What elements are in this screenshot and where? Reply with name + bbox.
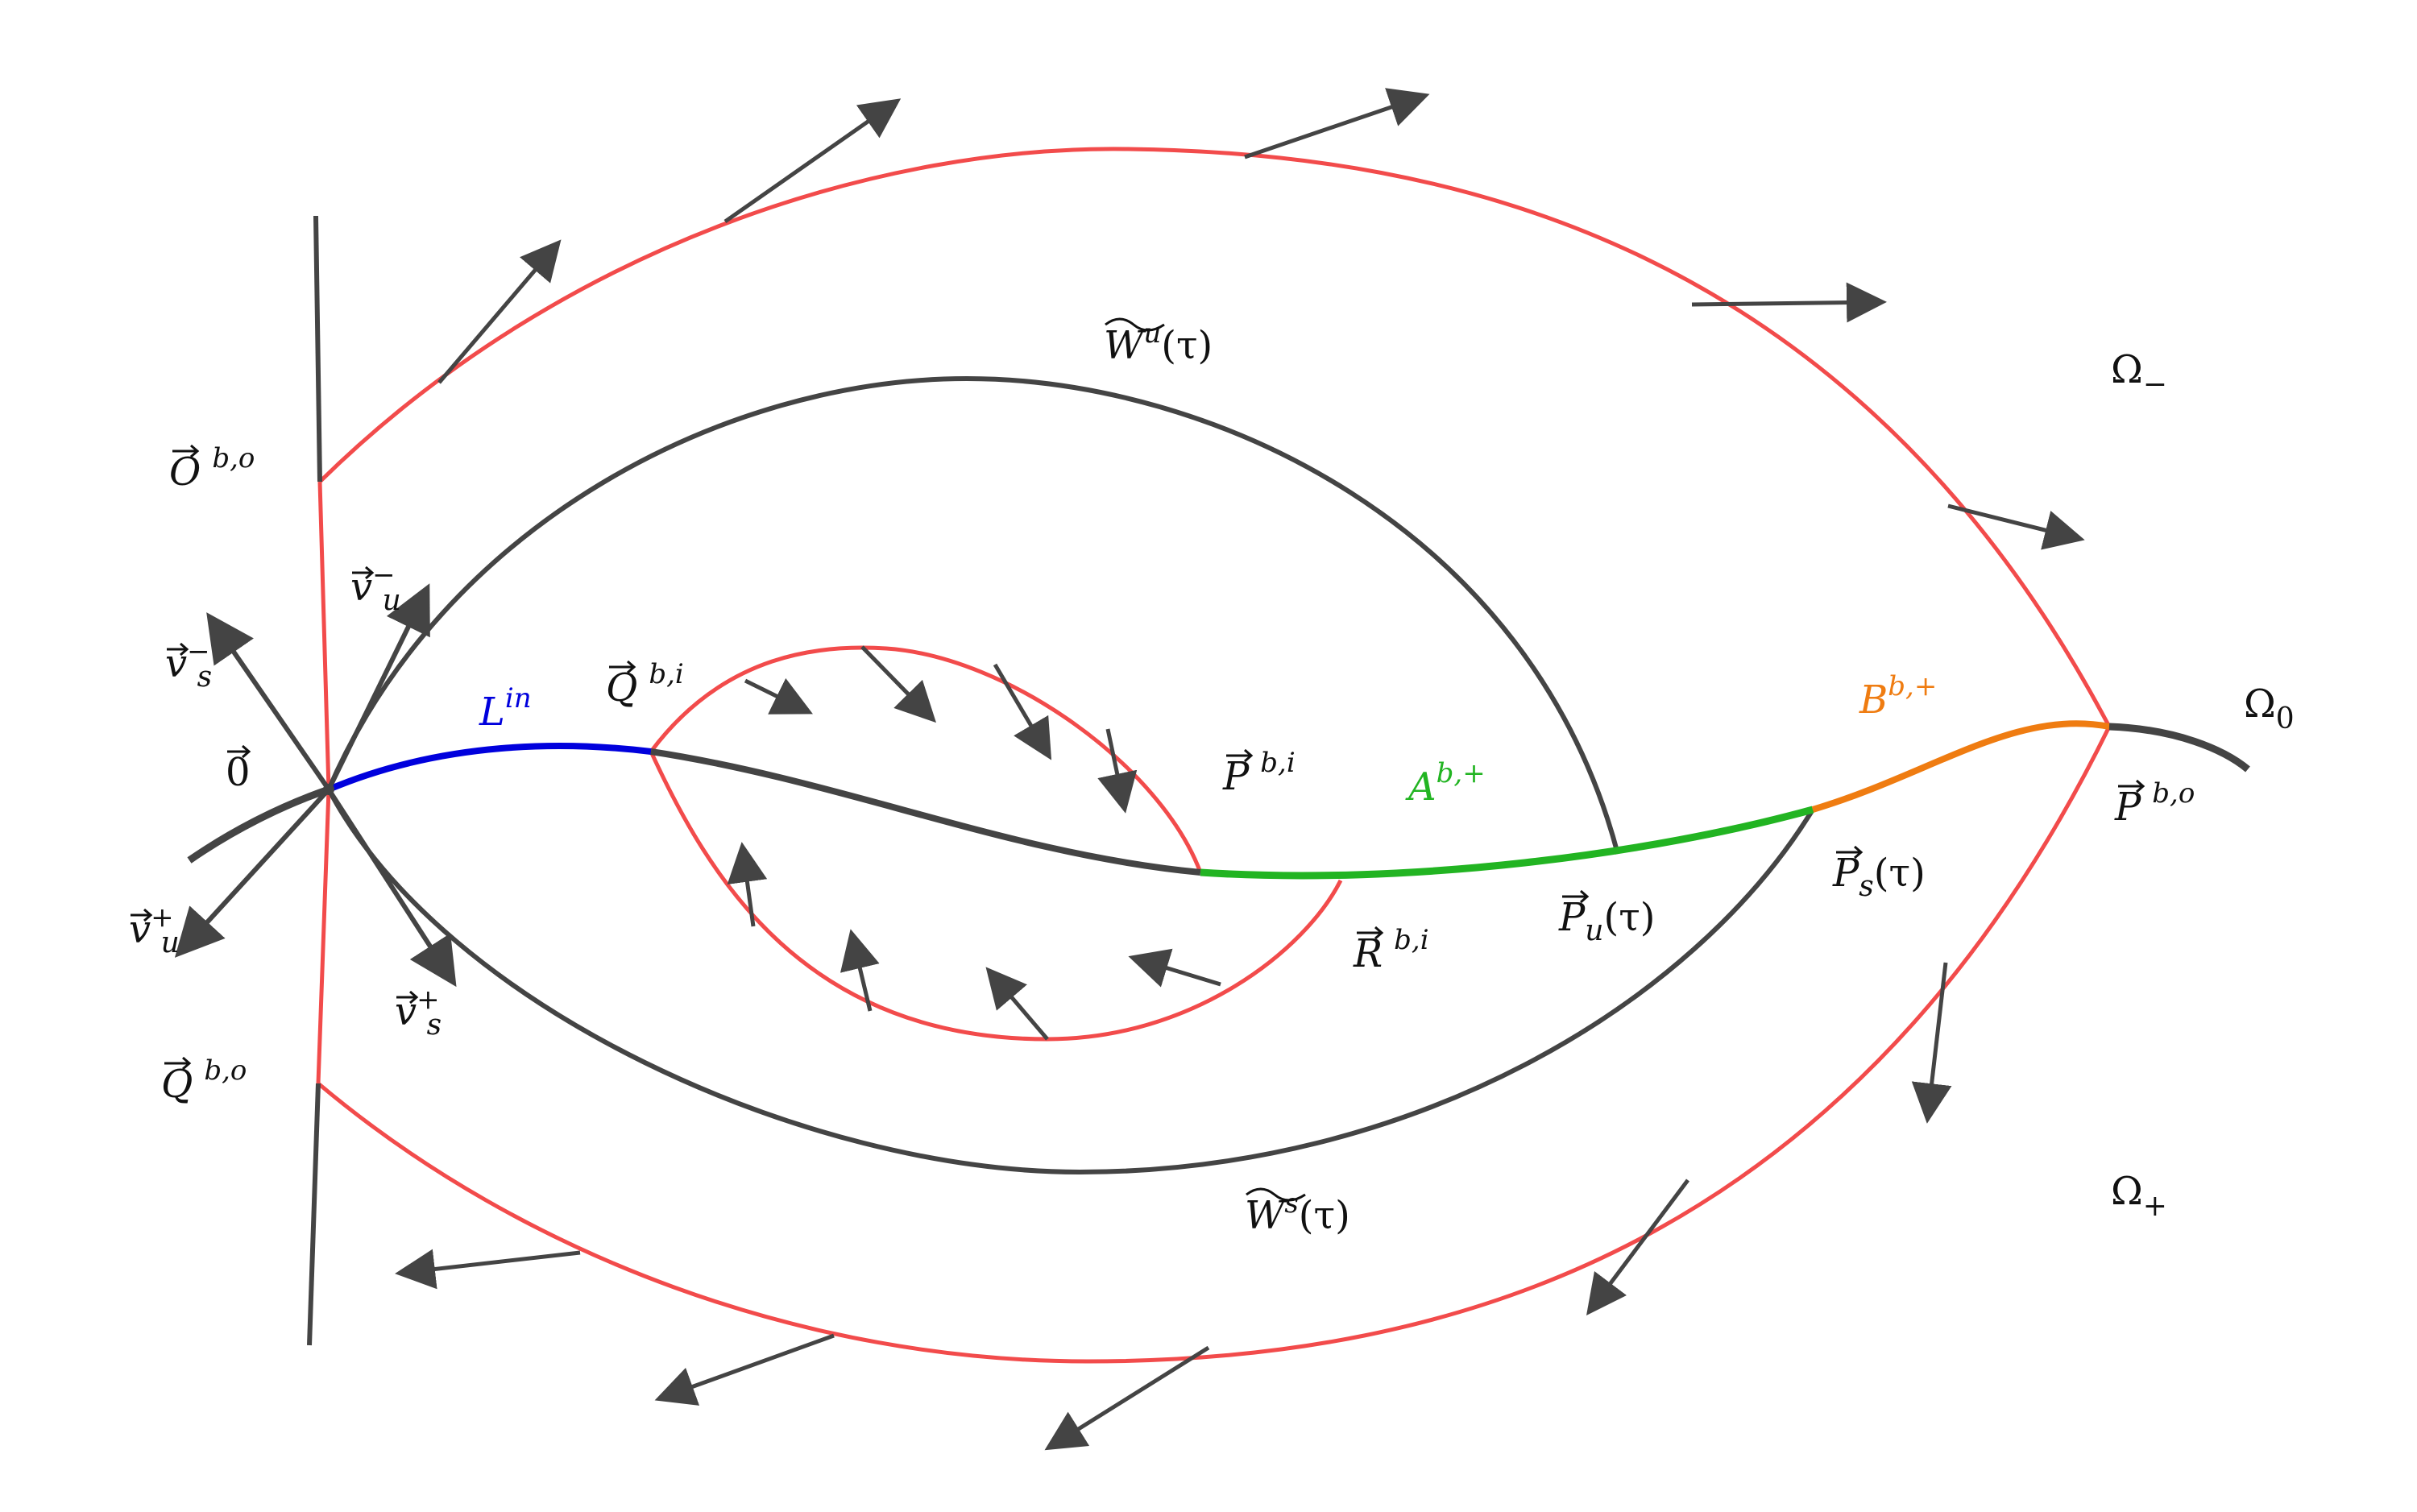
- svg-text:Pu(τ): Pu(τ): [1558, 895, 1656, 947]
- outer-boundary-top: [318, 147, 2112, 728]
- inner-boundary: [649, 645, 1343, 1042]
- curve-A-segment: [1200, 806, 1814, 880]
- label-vu-minus: v−u: [350, 559, 401, 617]
- inner-arrow-4: [1097, 728, 1138, 814]
- svg-text:Ob,o: Ob,o: [169, 442, 255, 495]
- outer-arrow-5: [1947, 503, 2085, 550]
- vector-arrow-icon: [352, 565, 375, 580]
- inner-arrow-5: [727, 842, 768, 927]
- svg-text:v+s: v+s: [395, 984, 442, 1042]
- label-vs-minus: v−s: [165, 636, 212, 694]
- svg-text:Ws(τ): Ws(τ): [1245, 1187, 1350, 1238]
- outer-arrow-10: [395, 1249, 581, 1290]
- outer-arrow-8: [1044, 1345, 1210, 1451]
- label-Ws: Ws(τ): [1245, 1187, 1350, 1238]
- vector-arrow-icon: [164, 1056, 192, 1071]
- svg-text:Wu(τ): Wu(τ): [1104, 317, 1213, 368]
- curve-B-segment: [1811, 720, 2110, 813]
- label-Pu: Pu(τ): [1558, 889, 1656, 947]
- origin-point: [323, 784, 334, 795]
- vector-arrow-icon: [131, 908, 153, 922]
- inner-arrow-1: [744, 677, 813, 715]
- label-A-bplus: Ab,+: [1405, 757, 1486, 810]
- outer-arrow-7: [1586, 1179, 1689, 1315]
- vu-plus-arrow: [174, 787, 331, 958]
- inner-arrow-7: [985, 967, 1049, 1041]
- vector-arrow-icon: [1836, 845, 1864, 860]
- label-vs-plus: v+s: [395, 984, 442, 1042]
- svg-text:v−u: v−u: [350, 559, 401, 617]
- vector-arrow-icon: [609, 660, 636, 674]
- svg-text:Pb,i: Pb,i: [1222, 747, 1296, 799]
- vector-arrow-icon: [1226, 748, 1254, 763]
- outer-arrow-6: [1911, 962, 1952, 1124]
- curve-L-in: [327, 743, 652, 793]
- inner-arrow-6: [840, 929, 880, 1012]
- tilde-icon: [1105, 317, 1165, 332]
- label-Omega-0: Ω0: [2244, 681, 2295, 735]
- svg-text:Pb,o: Pb,o: [2114, 777, 2195, 830]
- outer-boundary-arrows: [395, 88, 2085, 1451]
- stable-manifold-curve: [326, 788, 1815, 1175]
- left-vertical-line-bottom: [307, 1083, 321, 1346]
- label-Ps: Ps(τ): [1832, 845, 1926, 903]
- label-Omega-minus: Ω−: [2111, 347, 2167, 401]
- svg-text:Qb,o: Qb,o: [161, 1054, 247, 1107]
- vs-minus-arrow: [206, 612, 331, 791]
- svg-text:v−s: v−s: [165, 636, 212, 694]
- vs-plus-arrow: [326, 788, 457, 988]
- outer-arrow-2: [723, 98, 902, 224]
- outer-arrow-1: [437, 239, 562, 384]
- vector-arrow-icon: [167, 642, 189, 657]
- label-vu-plus: v+u: [129, 901, 180, 959]
- vector-arrow-icon: [1357, 926, 1384, 940]
- label-L-in: Lin: [479, 682, 532, 735]
- vu-minus-arrow: [326, 583, 430, 791]
- outer-arrow-3: [1244, 88, 1430, 159]
- outer-boundary-bottom: [317, 725, 2112, 1364]
- outer-arrow-4: [1691, 282, 1887, 323]
- svg-text:Qb,i: Qb,i: [606, 658, 684, 710]
- svg-text:v+u: v+u: [129, 901, 180, 959]
- inner-arrow-8: [1128, 948, 1221, 988]
- label-zero: 0: [226, 744, 251, 795]
- label-Omega-plus: Ω+: [2111, 1169, 2167, 1223]
- curve-right-tail: [2108, 723, 2250, 773]
- inner-boundary-arrows: [727, 645, 1221, 1041]
- inner-arrow-3: [993, 663, 1052, 760]
- unstable-manifold-curve: [326, 375, 1620, 855]
- label-Wu: Wu(τ): [1104, 317, 1213, 368]
- vector-arrow-icon: [227, 744, 251, 759]
- left-vertical-line-top: [313, 215, 322, 483]
- outer-arrow-9: [654, 1333, 835, 1406]
- curve-inner-segment: [650, 748, 1201, 876]
- curve-left-tail: [187, 785, 330, 864]
- svg-text:Ps(τ): Ps(τ): [1832, 851, 1926, 903]
- vector-arrow-icon: [1562, 889, 1590, 904]
- svg-text:Rb,i: Rb,i: [1353, 924, 1429, 976]
- tilde-icon: [1246, 1187, 1306, 1202]
- vector-arrow-icon: [2118, 779, 2145, 793]
- vector-arrow-icon: [172, 444, 200, 458]
- vector-arrow-icon: [396, 990, 419, 1005]
- inner-arrow-2: [860, 645, 936, 723]
- label-B-bplus: Bb,+: [1859, 670, 1937, 723]
- svg-text:0: 0: [226, 750, 251, 795]
